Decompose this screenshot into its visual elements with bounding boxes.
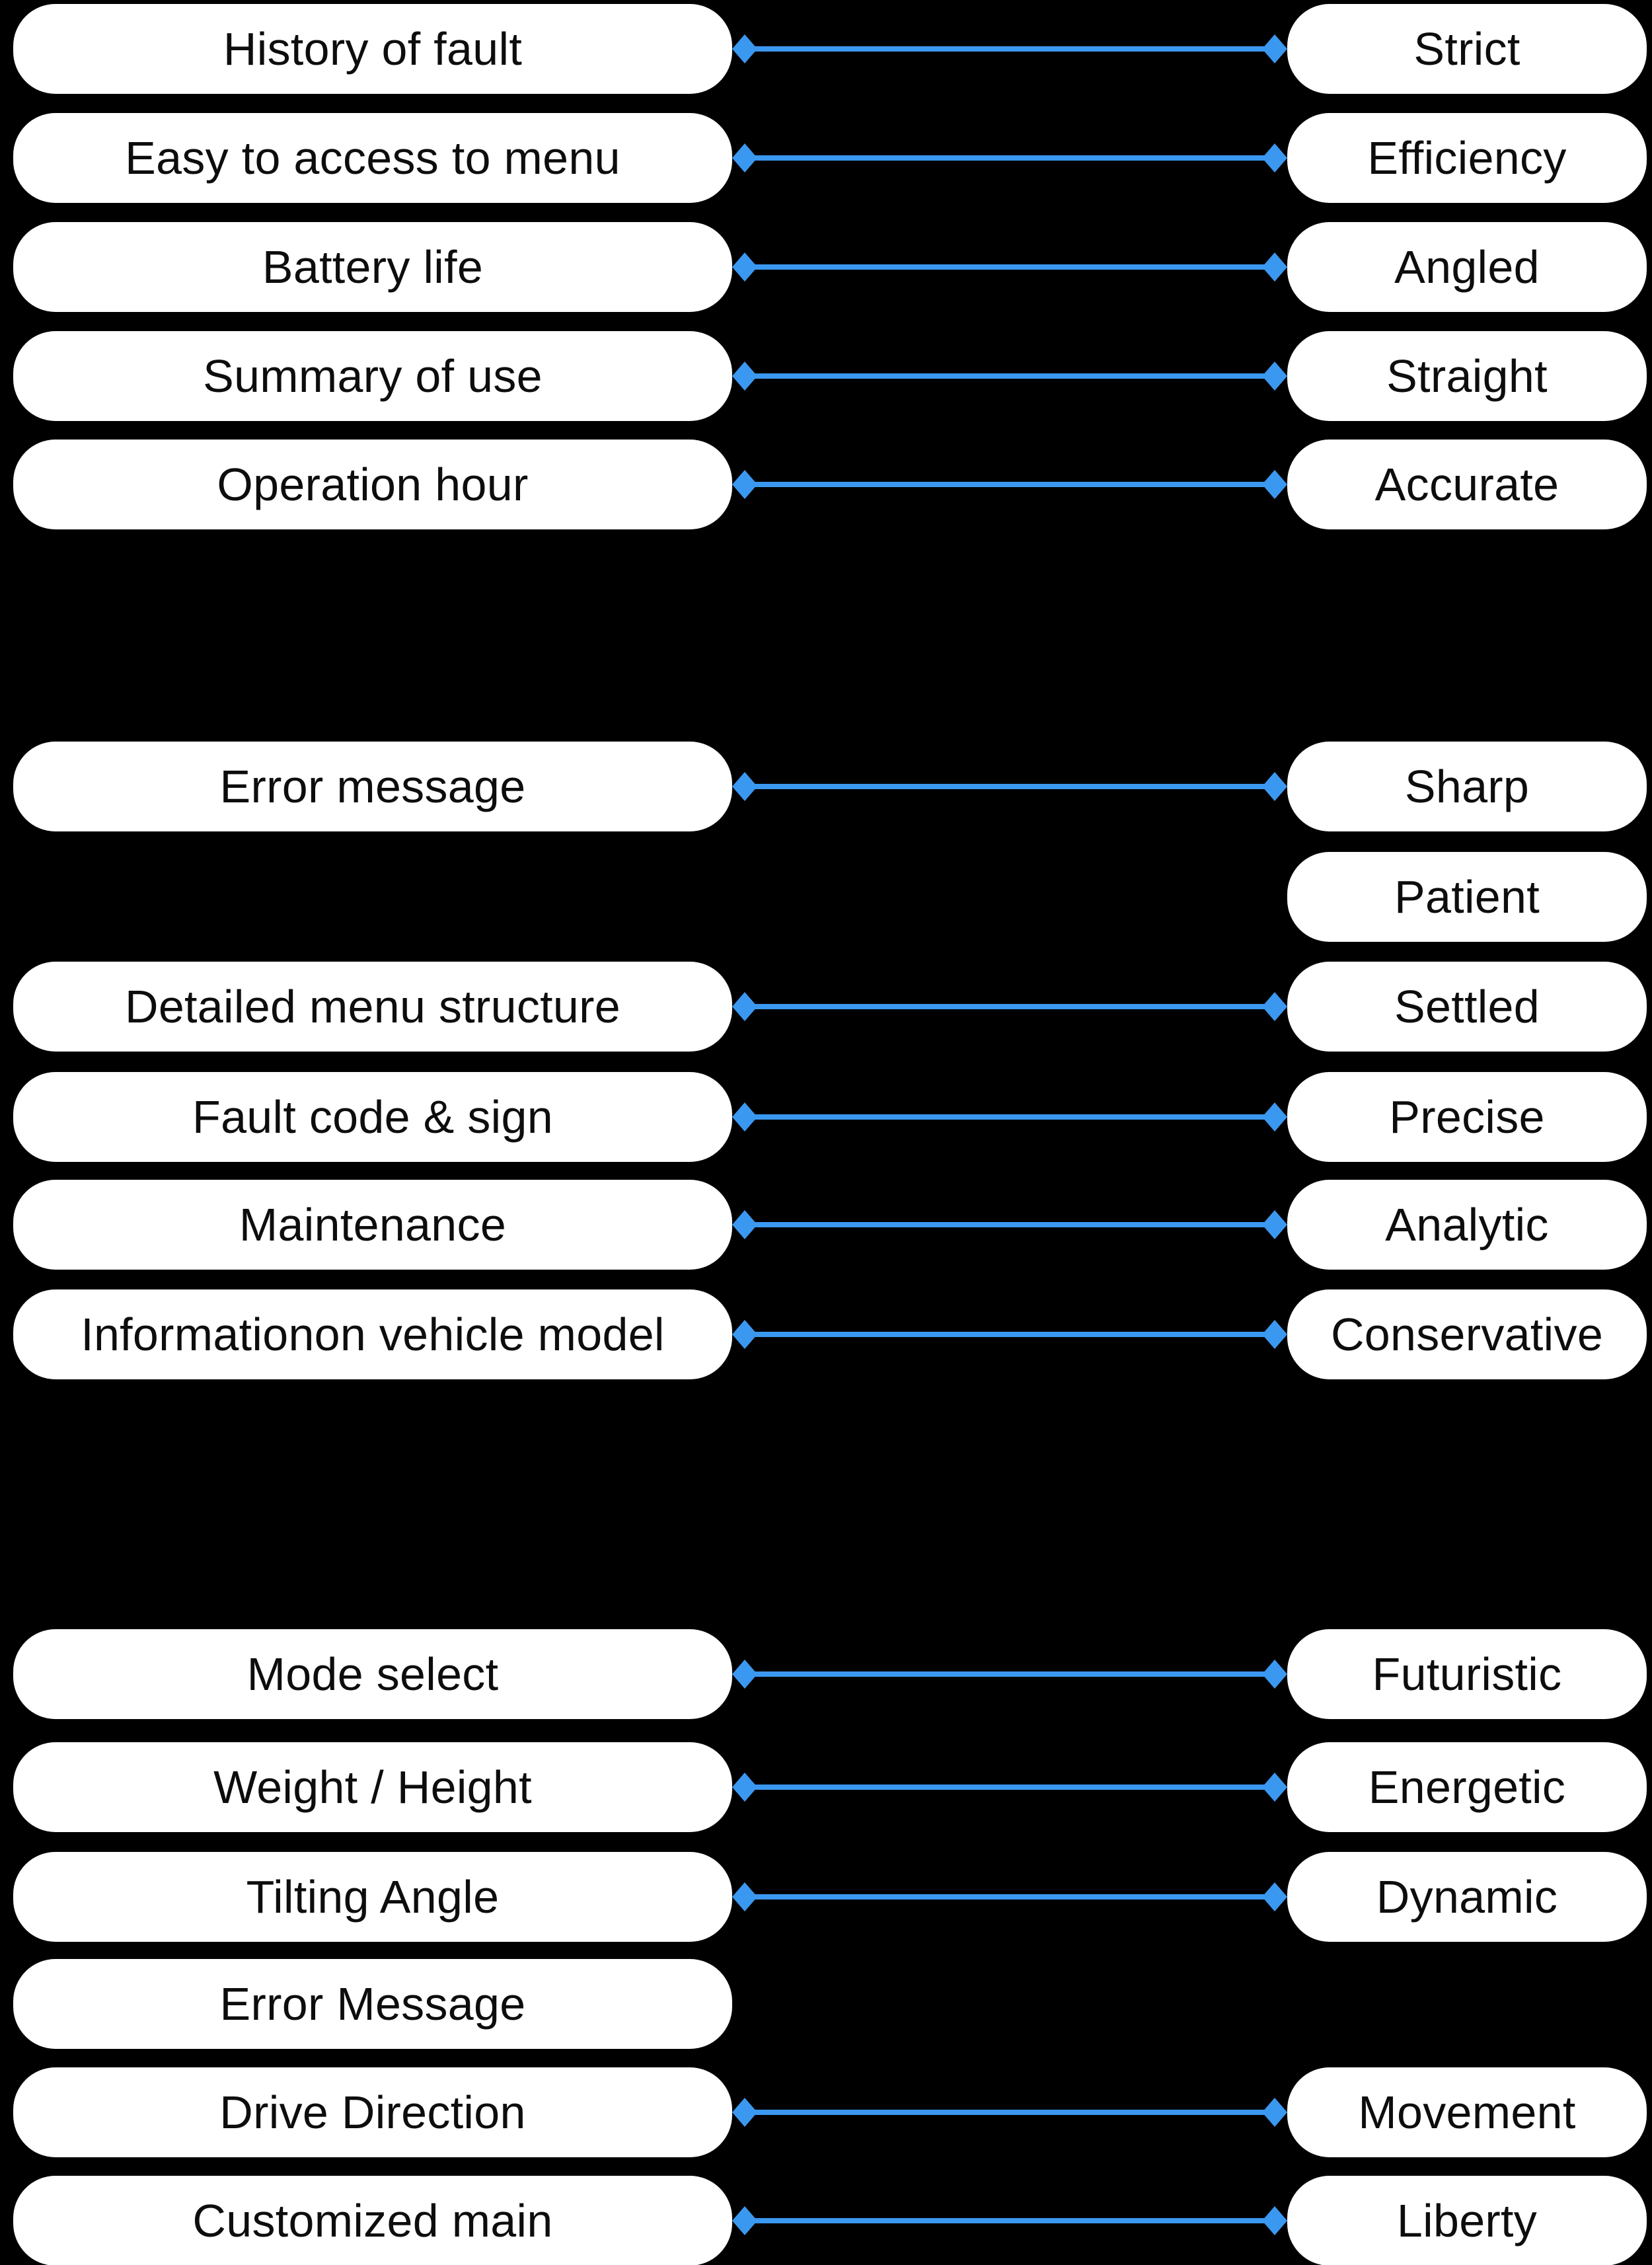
connector[interactable] — [732, 992, 1287, 1021]
left-pill[interactable]: Battery life — [13, 222, 732, 312]
diamond-icon — [1262, 34, 1287, 63]
connector-line — [745, 482, 1275, 487]
connector[interactable] — [732, 2206, 1287, 2235]
connector[interactable] — [732, 1660, 1287, 1689]
connector[interactable] — [732, 34, 1287, 63]
diamond-icon — [1262, 1210, 1287, 1239]
left-pill[interactable]: Mode select — [13, 1629, 732, 1719]
mapping-row: Fault code & sign Precise — [0, 1072, 1652, 1162]
right-pill[interactable]: Conservative — [1287, 1289, 1647, 1379]
connector[interactable] — [732, 1773, 1287, 1802]
connector-line — [745, 1222, 1275, 1227]
mapping-row: Detailed menu structure Settled — [0, 962, 1652, 1052]
right-pill[interactable]: Efficiency — [1287, 113, 1647, 203]
connector-line — [745, 2218, 1275, 2223]
diamond-icon — [1262, 362, 1287, 391]
mapping-row: Tilting Angle Dynamic — [0, 1852, 1652, 1942]
left-pill[interactable]: History of fault — [13, 4, 732, 94]
diamond-icon — [1262, 252, 1287, 282]
mapping-row: Drive Direction Movement — [0, 2067, 1652, 2157]
diamond-icon — [1262, 143, 1287, 173]
connector-line — [745, 1894, 1275, 1900]
mapping-row: History of fault Strict — [0, 4, 1652, 94]
diamond-icon — [1262, 1773, 1287, 1802]
mapping-row: Patient — [0, 852, 1652, 942]
left-pill[interactable]: Tilting Angle — [13, 1852, 732, 1942]
mapping-row: Error Message — [0, 1959, 1652, 2049]
right-pill[interactable]: Settled — [1287, 962, 1647, 1052]
mapping-row: Weight / Height Energetic — [0, 1742, 1652, 1832]
diamond-icon — [1262, 1660, 1287, 1689]
diamond-icon — [1262, 772, 1287, 801]
mapping-row: Operation hour Accurate — [0, 440, 1652, 529]
connector-line — [745, 784, 1275, 789]
left-pill[interactable]: Drive Direction — [13, 2067, 732, 2157]
left-pill[interactable]: Error Message — [13, 1959, 732, 2049]
mapping-row: Maintenance Analytic — [0, 1180, 1652, 1270]
right-pill[interactable]: Liberty — [1287, 2176, 1647, 2265]
mapping-row: Customized main Liberty — [0, 2176, 1652, 2265]
right-pill[interactable]: Strict — [1287, 4, 1647, 94]
left-pill[interactable]: Fault code & sign — [13, 1072, 732, 1162]
connector-line — [745, 46, 1275, 52]
connector[interactable] — [732, 1882, 1287, 1911]
left-pill[interactable]: Summary of use — [13, 331, 732, 421]
connector[interactable] — [732, 143, 1287, 173]
connector-line — [745, 155, 1275, 161]
left-pill[interactable]: Informationon vehicle model — [13, 1289, 732, 1379]
connector-line — [745, 1785, 1275, 1790]
connector[interactable] — [732, 2098, 1287, 2127]
connector-line — [745, 264, 1275, 270]
mapping-row: Summary of use Straight — [0, 331, 1652, 421]
left-pill[interactable]: Easy to access to menu — [13, 113, 732, 203]
connector-line — [745, 1004, 1275, 1009]
mapping-row: Battery life Angled — [0, 222, 1652, 312]
right-pill[interactable]: Sharp — [1287, 742, 1647, 831]
right-pill[interactable]: Angled — [1287, 222, 1647, 312]
right-pill[interactable]: Analytic — [1287, 1180, 1647, 1270]
left-pill[interactable]: Error message — [13, 742, 732, 831]
diamond-icon — [1262, 1102, 1287, 1132]
right-pill[interactable]: Movement — [1287, 2067, 1647, 2157]
connector[interactable] — [732, 1102, 1287, 1132]
right-pill[interactable]: Energetic — [1287, 1742, 1647, 1832]
connector-line — [745, 1671, 1275, 1677]
right-pill[interactable]: Accurate — [1287, 440, 1647, 529]
right-pill[interactable]: Straight — [1287, 331, 1647, 421]
mapping-row: Informationon vehicle model Conservative — [0, 1289, 1652, 1379]
right-pill[interactable]: Futuristic — [1287, 1629, 1647, 1719]
mapping-row: Mode select Futuristic — [0, 1629, 1652, 1719]
diamond-icon — [1262, 1882, 1287, 1911]
left-pill[interactable]: Customized main — [13, 2176, 732, 2265]
connector[interactable] — [732, 470, 1287, 499]
connector-line — [745, 1114, 1275, 1120]
connector[interactable] — [732, 1320, 1287, 1349]
diamond-icon — [1262, 1320, 1287, 1349]
right-pill[interactable]: Precise — [1287, 1072, 1647, 1162]
left-pill[interactable]: Maintenance — [13, 1180, 732, 1270]
diamond-icon — [1262, 470, 1287, 499]
mapping-row: Easy to access to menu Efficiency — [0, 113, 1652, 203]
right-pill[interactable]: Patient — [1287, 852, 1647, 942]
diamond-icon — [1262, 2206, 1287, 2235]
connector-line — [745, 2110, 1275, 2115]
connector-line — [745, 1332, 1275, 1337]
connector[interactable] — [732, 362, 1287, 391]
connector[interactable] — [732, 252, 1287, 282]
connector[interactable] — [732, 772, 1287, 801]
right-pill[interactable]: Dynamic — [1287, 1852, 1647, 1942]
connector-line — [745, 373, 1275, 379]
mapping-row: Error message Sharp — [0, 742, 1652, 831]
diamond-icon — [1262, 992, 1287, 1021]
connector[interactable] — [732, 1210, 1287, 1239]
left-pill[interactable]: Detailed menu structure — [13, 962, 732, 1052]
left-pill[interactable]: Operation hour — [13, 440, 732, 529]
diamond-icon — [1262, 2098, 1287, 2127]
left-pill[interactable]: Weight / Height — [13, 1742, 732, 1832]
